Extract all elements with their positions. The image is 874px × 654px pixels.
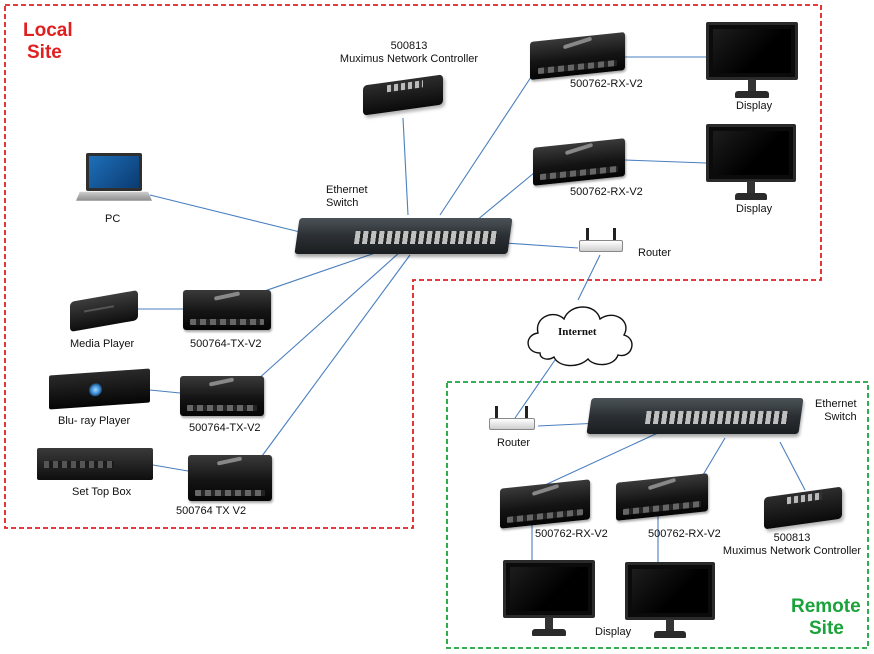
rx-remote-2-label: 500762-RX-V2 [648, 528, 721, 540]
router-icon [579, 220, 623, 252]
controller-remote-line2: Muximus Network Controller [722, 545, 862, 557]
local-site-title-line2: Site [27, 42, 62, 63]
controller-remote-line1: 500813 [773, 532, 811, 544]
controller-local-line1: 500813 [390, 40, 428, 52]
local-site-border [4, 4, 822, 529]
monitor-icon [503, 560, 595, 636]
monitor-icon [706, 22, 798, 98]
rx-local-1-label: 500762-RX-V2 [570, 78, 643, 90]
display-local-2-label: Display [736, 203, 773, 215]
switch-remote-line1: Ethernet [815, 398, 857, 410]
remote-site-title-line2: Site [809, 618, 844, 639]
controller-local-label: 500813 Muximus Network Controller [334, 40, 484, 66]
network-switch-icon [294, 218, 513, 254]
controller-local-line2: Muximus Network Controller [339, 53, 479, 65]
display-local-1-label: Display [736, 100, 773, 112]
tx-1-label: 500764-TX-V2 [190, 338, 262, 350]
local-site-title: Local Site [23, 20, 73, 64]
laptop-icon [75, 153, 153, 209]
pc-label: PC [105, 213, 121, 225]
remote-site-title-line1: Remote [791, 596, 861, 617]
switch-local-label: Ethernet Switch [326, 184, 368, 210]
internet-label: Internet [558, 326, 597, 338]
switch-remote-label: Ethernet Switch [815, 398, 857, 424]
monitor-icon [706, 124, 796, 200]
transmitter-icon [188, 455, 272, 501]
controller-remote-label: 500813 Muximus Network Controller [716, 532, 868, 558]
transmitter-icon [183, 290, 271, 330]
remote-site-title: Remote Site [791, 596, 861, 640]
display-remote-label: Display [595, 626, 632, 638]
monitor-icon [625, 562, 715, 638]
cloud-icon [520, 295, 638, 370]
tx-2-label: 500764-TX-V2 [189, 422, 261, 434]
transmitter-icon [180, 376, 264, 416]
router-remote-label: Router [497, 437, 531, 449]
local-site-title-line1: Local [23, 20, 73, 41]
bluray-label: Blu- ray Player [58, 415, 131, 427]
router-icon [489, 398, 535, 430]
switch-remote-line2: Switch [824, 411, 857, 423]
switch-local-line1: Ethernet [326, 184, 368, 196]
set-top-box-icon [37, 448, 153, 480]
media-player-label: Media Player [70, 338, 135, 350]
tx-3-label: 500764 TX V2 [176, 505, 247, 517]
connection-wires [135, 56, 806, 562]
set-top-box-label: Set Top Box [72, 486, 132, 498]
switch-local-line2: Switch [326, 197, 359, 209]
router-local-label: Router [638, 247, 672, 259]
bluray-player-icon [49, 368, 150, 410]
rx-remote-1-label: 500762-RX-V2 [535, 528, 608, 540]
network-switch-icon [586, 398, 804, 434]
remote-site-border [446, 381, 869, 649]
rx-local-2-label: 500762-RX-V2 [570, 186, 643, 198]
